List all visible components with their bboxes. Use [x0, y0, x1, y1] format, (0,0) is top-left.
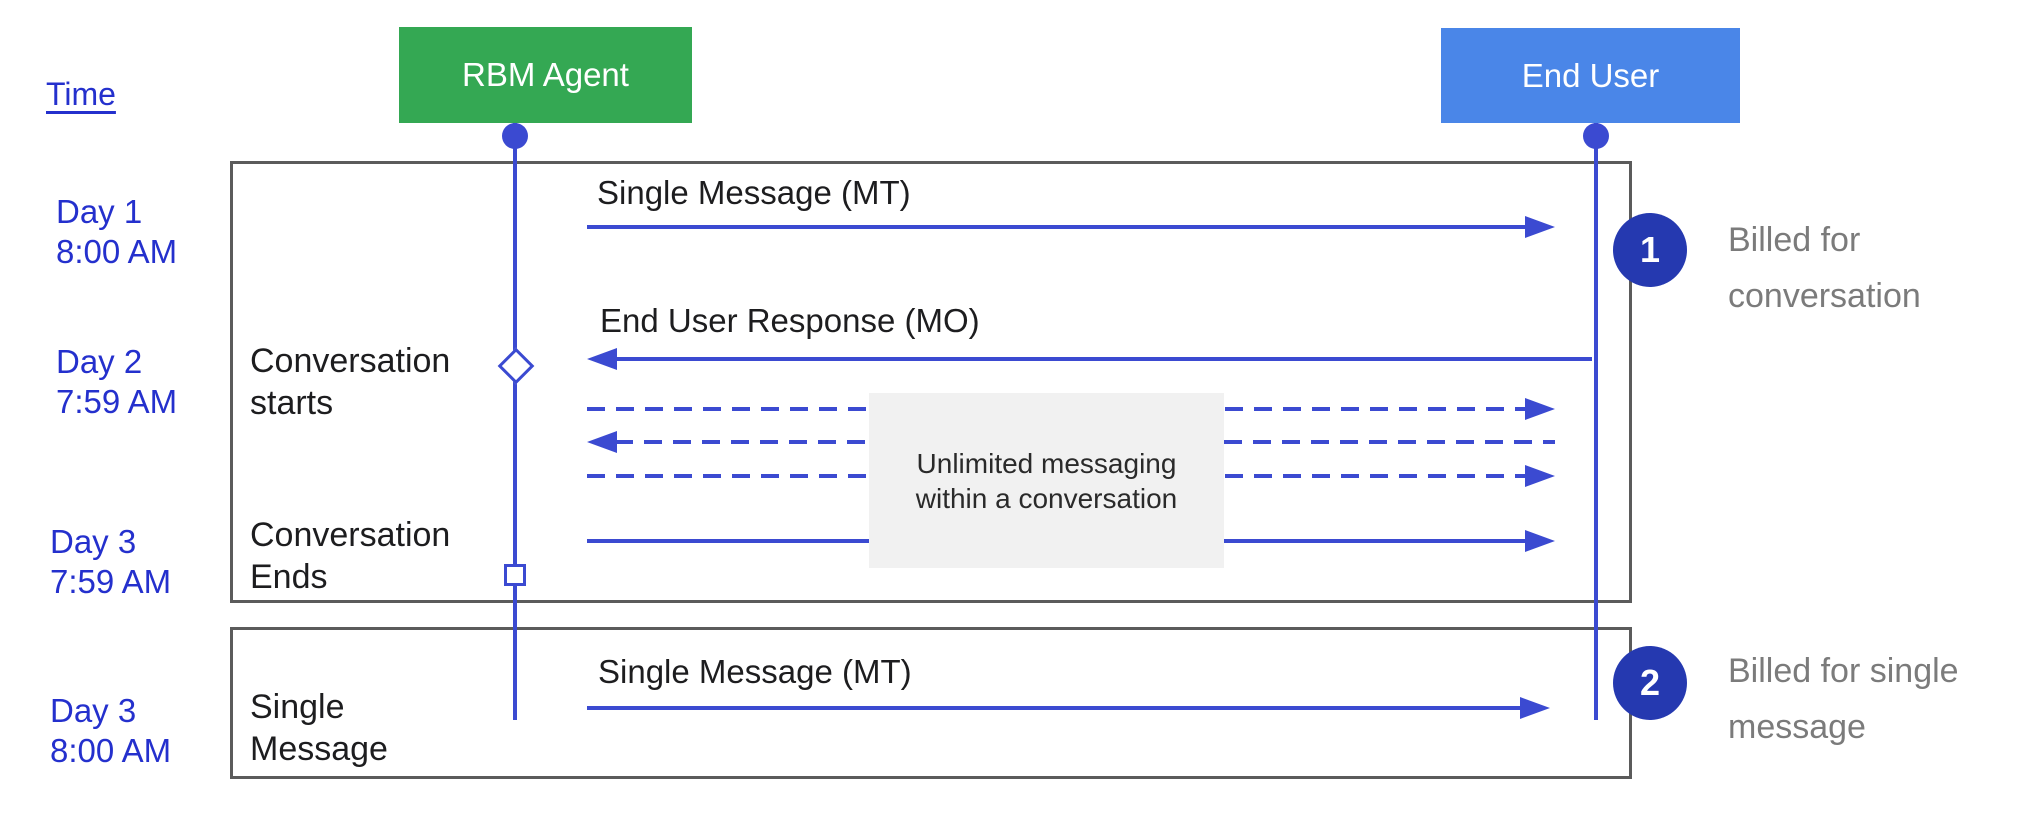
unlimited-messaging-info-box: Unlimited messaging within a conversatio… [869, 393, 1224, 568]
single-message-phase-box [230, 627, 1632, 779]
mo-arrow-line [615, 357, 1592, 361]
conversation-starts-label: Conversation starts [250, 342, 451, 422]
day3-single-label: Day 3 [50, 692, 137, 729]
day1-time: 8:00 AM [56, 233, 178, 270]
time-label-day2: Day 2 7:59 AM [56, 342, 177, 422]
conversation-end-square-icon [504, 564, 526, 586]
time-column-header: Time [46, 76, 116, 112]
single-message-phase-label: Single Message [250, 688, 388, 768]
billed-conversation-caption: Billed for conversation [1728, 221, 1921, 315]
badge-1-number: 1 [1639, 229, 1661, 270]
billed-single-message-caption: Billed for single message [1728, 652, 1959, 746]
time-label-day1: Day 1 8:00 AM [56, 192, 177, 272]
mt2-arrow-line [587, 706, 1523, 710]
billed-single-message-badge: 2 [1613, 646, 1687, 720]
day2-label: Day 2 [56, 343, 143, 380]
day3-end-label: Day 3 [50, 523, 137, 560]
mt2-arrowhead-icon [1520, 697, 1550, 719]
conversation-last-arrowhead-icon [1525, 530, 1555, 552]
rbm-agent-lifeline [513, 123, 517, 720]
dashed-arrow-right-2-head-icon [1525, 465, 1555, 487]
info-box-line1: Unlimited messaging [916, 447, 1177, 479]
conversation-ends-label: Conversation Ends [250, 516, 451, 596]
end-user-label: End User [1521, 56, 1660, 94]
mt1-arrow-line [587, 225, 1528, 229]
end-user-lifeline-start-dot-icon [1583, 123, 1609, 149]
dashed-arrow-right-1-head-icon [1525, 398, 1555, 420]
rbm-lifeline-start-dot-icon [502, 123, 528, 149]
end-user-lifeline [1594, 123, 1598, 720]
mt1-arrowhead-icon [1525, 216, 1555, 238]
time-label-day3-end: Day 3 7:59 AM [50, 522, 171, 602]
badge-2-number: 2 [1639, 662, 1661, 703]
conversation-phase-box [230, 161, 1632, 603]
billed-conversation-badge: 1 [1613, 213, 1687, 287]
dashed-arrow-left-head-icon [587, 431, 617, 453]
mo-arrowhead-icon [587, 348, 617, 370]
time-label-day3-single: Day 3 8:00 AM [50, 691, 171, 771]
rbm-agent-actor-box: RBM Agent [399, 27, 692, 123]
day1-label: Day 1 [56, 193, 143, 230]
end-user-actor-box: End User [1441, 28, 1740, 123]
day3-end-time: 7:59 AM [50, 563, 172, 600]
day2-time: 7:59 AM [56, 383, 178, 420]
day3-single-time: 8:00 AM [50, 732, 172, 769]
rbm-agent-label: RBM Agent [462, 56, 629, 93]
mo-message-label: End User Response (MO) [600, 302, 980, 339]
mt2-message-label: Single Message (MT) [598, 653, 912, 690]
mt1-message-label: Single Message (MT) [597, 174, 911, 211]
info-box-line2: within a conversation [915, 482, 1178, 514]
